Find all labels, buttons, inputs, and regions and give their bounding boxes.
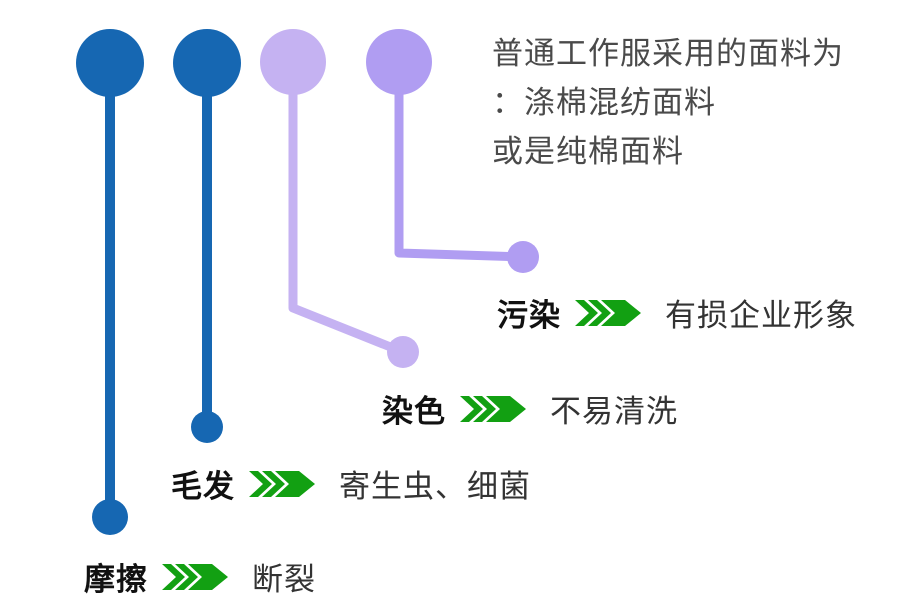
row-contamination: 污染 有损企业形象 xyxy=(497,290,857,335)
pin-tail xyxy=(507,241,539,273)
arrow-icon xyxy=(460,395,526,422)
pin-tail xyxy=(191,411,223,443)
pin-tail xyxy=(92,499,128,535)
row-friction: 摩擦 断裂 xyxy=(84,554,316,599)
note-line: 普通工作服采用的面料为 xyxy=(492,36,844,72)
pin-friction xyxy=(76,29,144,535)
row-hair: 毛发 寄生虫、细菌 xyxy=(171,461,531,506)
note-line: 或是纯棉面料 xyxy=(492,134,684,170)
pin-dyeing xyxy=(260,29,419,368)
pin-head xyxy=(366,29,432,95)
pin-head xyxy=(173,29,241,97)
effect-label: 断裂 xyxy=(252,562,316,598)
arrow-icon xyxy=(162,563,228,590)
pin-contamination xyxy=(366,29,539,273)
cause-label: 污染 xyxy=(497,298,561,334)
note-text: 普通工作服采用的面料为 ：涤棉混纺面料 或是纯棉面料 xyxy=(492,30,844,177)
pin-tail xyxy=(387,336,419,368)
cause-label: 摩擦 xyxy=(84,562,148,598)
effect-label: 有损企业形象 xyxy=(665,298,857,334)
pin-stem xyxy=(288,70,405,357)
arrow-icon xyxy=(575,299,641,326)
cause-label: 毛发 xyxy=(171,469,235,505)
row-dyeing: 染色 不易清洗 xyxy=(382,386,678,431)
note-line: ：涤棉混纺面料 xyxy=(492,85,716,121)
effect-label: 不易清洗 xyxy=(550,394,678,430)
pin-stem xyxy=(394,70,524,262)
effect-label: 寄生虫、细菌 xyxy=(339,469,531,505)
arrow-icon xyxy=(249,470,315,497)
pin-head xyxy=(260,29,326,95)
cause-label: 染色 xyxy=(382,394,446,430)
pin-head xyxy=(76,29,144,97)
pin-hair xyxy=(173,29,241,443)
